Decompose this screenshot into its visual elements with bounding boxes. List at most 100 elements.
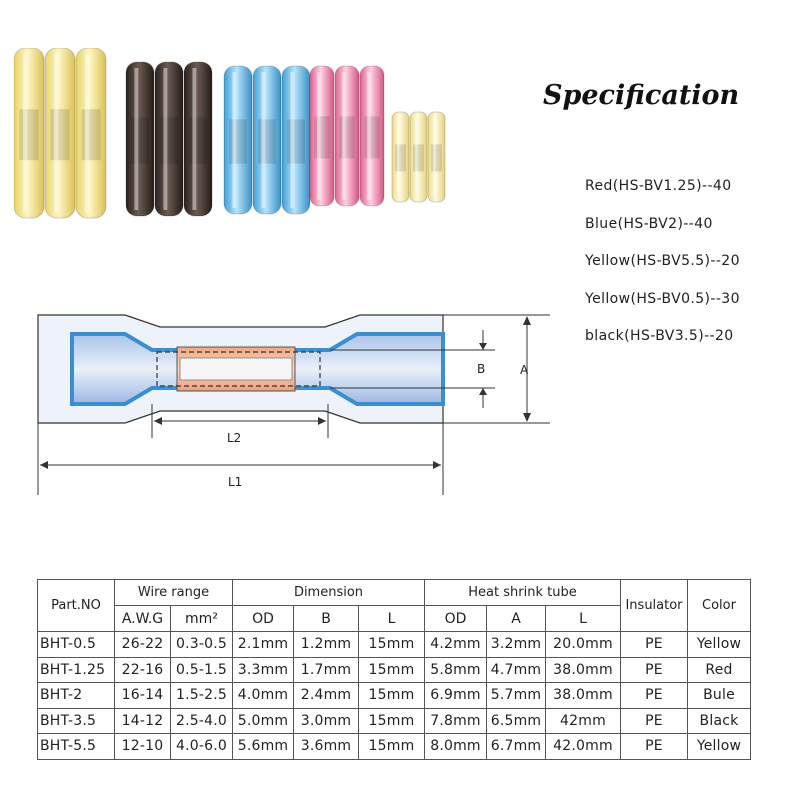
cell-awg: 16-14	[114, 682, 171, 709]
cell-b: 1.7mm	[293, 656, 359, 683]
cell-insulator: PE	[620, 682, 688, 709]
spec-item-black: black(HS-BV3.5)--20	[585, 328, 734, 344]
label-l2: L2	[227, 431, 241, 445]
cell-part-no: BHT-0.5	[37, 631, 115, 658]
cell-tube-a: 6.5mm	[486, 707, 546, 734]
cell-tube-od: 5.8mm	[424, 656, 487, 683]
spec-item-yellow-5-5: Yellow(HS-BV5.5)--20	[585, 253, 740, 269]
cell-part-no: BHT-1.25	[37, 656, 115, 683]
dimension-b: B	[330, 330, 495, 408]
barrel-bore	[179, 357, 293, 381]
cell-l: 15mm	[358, 631, 425, 658]
cell-b: 1.2mm	[293, 631, 359, 658]
cell-b: 3.6mm	[293, 733, 359, 760]
header-mm2: mm²	[170, 605, 233, 632]
connector-tube	[75, 48, 107, 219]
cell-color: Yellow	[687, 733, 751, 760]
cell-insulator: PE	[620, 733, 688, 760]
connector-tube	[183, 61, 213, 217]
header-b: B	[293, 605, 359, 632]
cell-tube-l: 20.0mm	[545, 631, 621, 658]
connector-tube	[125, 61, 155, 217]
cell-mm2: 0.5-1.5	[170, 656, 233, 683]
header-heat-shrink-tube: Heat shrink tube	[424, 579, 621, 606]
connector-tube	[391, 111, 410, 203]
cell-tube-l: 42.0mm	[545, 733, 621, 760]
header-dimension: Dimension	[232, 579, 425, 606]
connector-tube	[14, 48, 45, 219]
table-subheader-row: A.W.G mm² OD B L OD A L	[38, 605, 751, 632]
cell-awg: 22-16	[114, 656, 171, 683]
cell-tube-l: 42mm	[545, 707, 621, 734]
table-row: BHT-0.5 26-22 0.3-0.5 2.1mm 1.2mm 15mm 4…	[37, 631, 751, 658]
cell-awg: 26-22	[114, 631, 171, 658]
cell-b: 2.4mm	[293, 682, 359, 709]
cell-color: Yellow	[687, 631, 751, 658]
cell-l: 15mm	[358, 707, 425, 734]
cell-color: Bule	[687, 682, 751, 709]
table-row: BHT-5.5 12-10 4.0-6.0 5.6mm 3.6mm 15mm 8…	[37, 733, 751, 760]
cell-od: 4.0mm	[232, 682, 294, 709]
cell-od: 2.1mm	[232, 631, 294, 658]
connector-tube	[44, 48, 76, 219]
cell-tube-a: 3.2mm	[486, 631, 546, 658]
cell-tube-od: 6.9mm	[424, 682, 487, 709]
barrel-dashed-outline	[156, 351, 321, 387]
product-photo	[14, 48, 446, 219]
cell-od: 3.3mm	[232, 656, 294, 683]
specification-table: Part.NO Wire range Dimension Heat shrink…	[37, 579, 751, 760]
header-tube-a: A	[486, 605, 546, 632]
cell-tube-a: 5.7mm	[486, 682, 546, 709]
connector-tube	[154, 61, 184, 217]
cell-part-no: BHT-2	[37, 682, 115, 709]
cell-tube-l: 38.0mm	[545, 682, 621, 709]
cell-part-no: BHT-3.5	[37, 707, 115, 734]
header-wire-range: Wire range	[114, 579, 233, 606]
connector-tube	[223, 65, 253, 215]
label-a: A	[520, 363, 529, 377]
cell-tube-od: 4.2mm	[424, 631, 487, 658]
cell-tube-a: 4.7mm	[486, 656, 546, 683]
dimension-l2: L2	[151, 404, 329, 445]
connector-tube	[427, 111, 446, 203]
header-od: OD	[232, 605, 294, 632]
cell-insulator: PE	[620, 656, 688, 683]
cell-mm2: 0.3-0.5	[170, 631, 233, 658]
cell-mm2: 2.5-4.0	[170, 707, 233, 734]
table-row: BHT-1.25 22-16 0.5-1.5 3.3mm 1.7mm 15mm …	[37, 656, 751, 683]
cell-od: 5.0mm	[232, 707, 294, 734]
table-row: BHT-2 16-14 1.5-2.5 4.0mm 2.4mm 15mm 6.9…	[37, 682, 751, 709]
cell-insulator: PE	[620, 631, 688, 658]
cell-part-no: BHT-5.5	[37, 733, 115, 760]
connector-tube	[281, 65, 311, 215]
specification-title: Specification	[543, 80, 740, 111]
cell-awg: 14-12	[114, 707, 171, 734]
cell-l: 15mm	[358, 733, 425, 760]
spec-item-yellow-0-5: Yellow(HS-BV0.5)--30	[585, 290, 740, 307]
cell-od: 5.6mm	[232, 733, 294, 760]
header-l: L	[358, 605, 425, 632]
header-awg: A.W.G	[114, 605, 171, 632]
label-b: B	[477, 362, 485, 376]
cell-awg: 12-10	[114, 733, 171, 760]
table-header-row: Part.NO Wire range Dimension Heat shrink…	[37, 579, 751, 632]
connector-tube	[309, 65, 335, 207]
header-insulator: Insulator	[620, 579, 688, 632]
cell-tube-l: 38.0mm	[545, 656, 621, 683]
header-color: Color	[687, 579, 751, 632]
dimension-diagram: B A L2 L1	[37, 314, 550, 495]
cell-tube-od: 8.0mm	[424, 733, 487, 760]
cell-mm2: 4.0-6.0	[170, 733, 233, 760]
cell-b: 3.0mm	[293, 707, 359, 734]
table-row: BHT-3.5 14-12 2.5-4.0 5.0mm 3.0mm 15mm 7…	[37, 707, 751, 734]
spec-item-blue: Blue(HS-BV2)--40	[585, 215, 713, 232]
cell-insulator: PE	[620, 707, 688, 734]
connector-tube	[252, 65, 282, 215]
header-tube-l: L	[545, 605, 621, 632]
connector-tube	[359, 65, 385, 207]
header-part-no: Part.NO	[37, 579, 115, 632]
cell-tube-a: 6.7mm	[486, 733, 546, 760]
cell-color: Red	[687, 656, 751, 683]
cell-color: Black	[687, 707, 751, 734]
spec-item-red: Red(HS-BV1.25)--40	[585, 178, 732, 194]
